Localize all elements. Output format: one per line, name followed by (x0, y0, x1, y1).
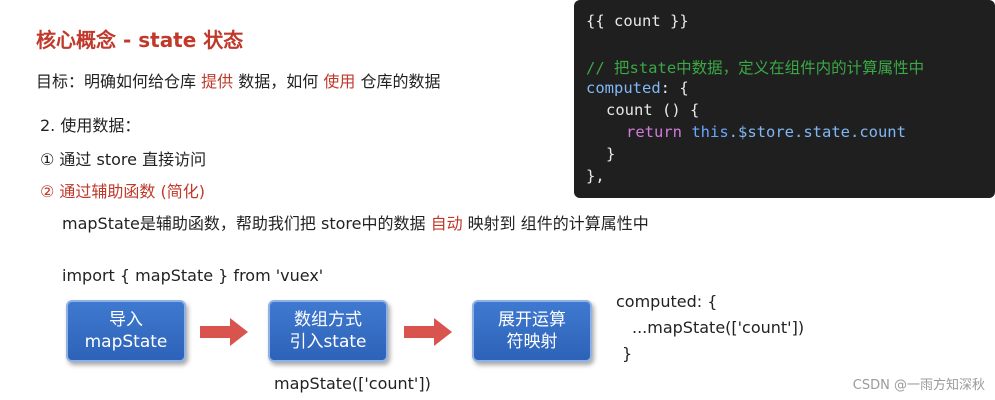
arrow-right-icon (200, 318, 248, 346)
code-return-line: return this.$store.state.count (626, 123, 906, 141)
goal-highlight-use: 使用 (323, 72, 356, 91)
code-count-line: count () { (606, 101, 699, 119)
code-close-outer: }, (586, 167, 605, 185)
slide-title: 核心概念 - state 状态 (36, 28, 244, 52)
flow-box-import-line1: 导入 (109, 310, 143, 330)
code-paren-brace: () { (652, 101, 700, 119)
option-helper-function: ② 通过辅助函数 (简化) (40, 182, 206, 201)
watermark: CSDN @一雨方知深秋 (852, 378, 985, 393)
flow-box-spread-line1: 展开运算 (498, 310, 566, 330)
code-close-inner: } (606, 145, 616, 163)
code-panel: {{ count }} // 把state中数据，定义在组件内的计算属性中 co… (574, 0, 995, 198)
computed-line-3: } (622, 344, 633, 363)
flow-box-import: 导入 mapState (66, 300, 186, 362)
flow-caption: mapState(['count']) (274, 374, 431, 393)
description-highlight: 自动 (430, 214, 463, 233)
code-return-keyword: return (626, 123, 682, 141)
code-colon-brace: : { (660, 79, 689, 97)
code-computed-key: computed (586, 79, 661, 97)
goal-line: 目标：明确如何给仓库 提供 数据，如何 使用 仓库的数据 (36, 68, 440, 92)
goal-highlight-provide: 提供 (201, 72, 234, 91)
arrow-right-icon (404, 318, 452, 346)
goal-middle: 数据，如何 (238, 72, 319, 91)
flow-box-import-line2: mapState (84, 332, 168, 352)
description-line: mapState是辅助函数，帮助我们把 store中的数据 自动 映射到 组件的… (62, 210, 649, 234)
flow-box-spread-line2: 符映射 (506, 332, 558, 352)
code-comment: // 把state中数据，定义在组件内的计算属性中 (586, 59, 925, 77)
code-store-path: .$store.state.count (728, 123, 906, 141)
flow-box-spread: 展开运算 符映射 (472, 300, 592, 362)
option-direct-access: ① 通过 store 直接访问 (40, 150, 207, 169)
flow-box-array-line1: 数组方式 (294, 310, 362, 330)
goal-suffix: 仓库的数据 (360, 72, 441, 91)
code-count-fn: count (606, 101, 653, 119)
code-this-keyword: this (691, 123, 729, 141)
description-prefix: mapState是辅助函数，帮助我们把 store中的数据 (62, 214, 426, 233)
code-template-line: {{ count }} (586, 12, 689, 30)
flow-box-array-line2: 引入state (289, 332, 367, 352)
computed-line-1: computed: { (616, 292, 718, 311)
flow-box-array: 数组方式 引入state (268, 300, 388, 362)
goal-prefix: 目标：明确如何给仓库 (36, 72, 197, 91)
code-computed-line: computed: { (586, 79, 689, 97)
step-heading: 2. 使用数据： (40, 116, 141, 135)
computed-line-2: ...mapState(['count']) (632, 318, 805, 337)
import-statement: import { mapState } from 'vuex' (62, 266, 324, 285)
description-suffix: 映射到 组件的计算属性中 (467, 214, 649, 233)
